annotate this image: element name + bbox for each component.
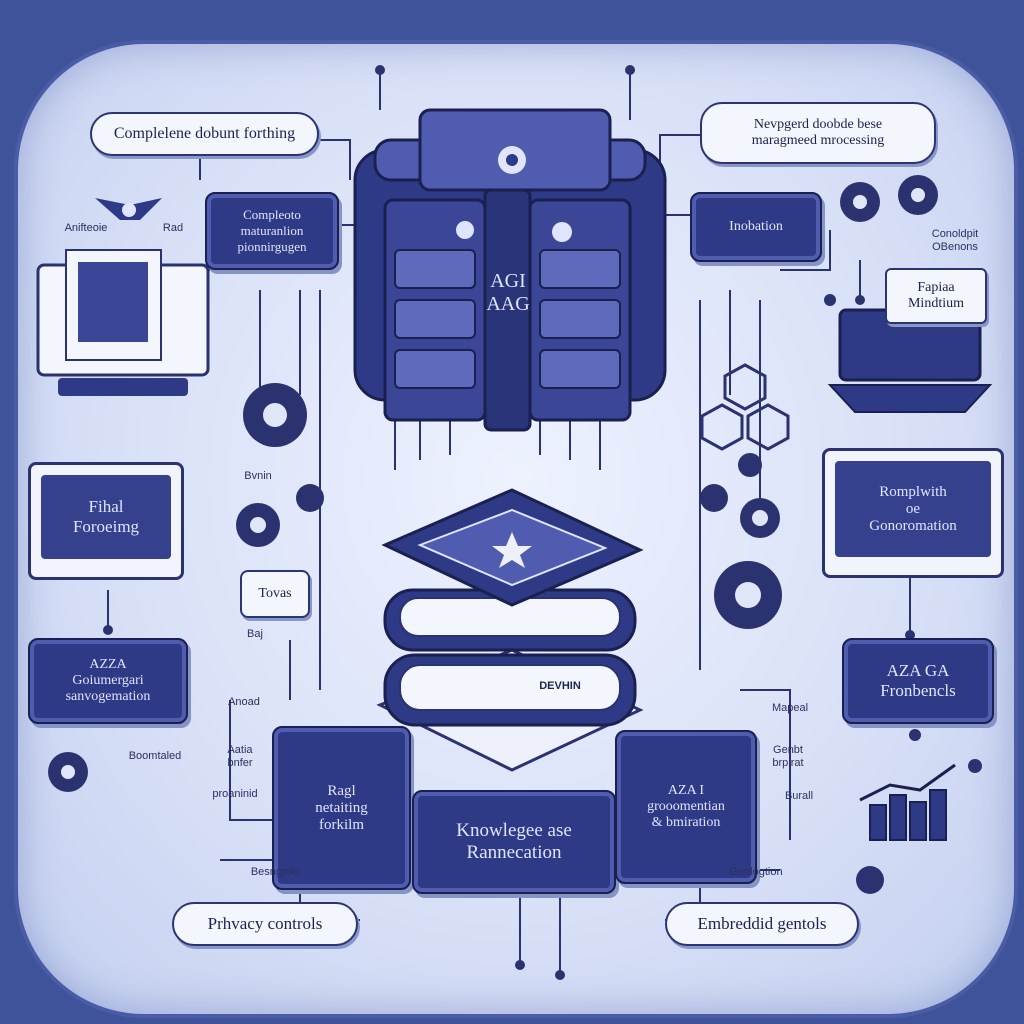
tiny-bottom-2: Genlogtion <box>729 866 783 878</box>
center-right-box: AZA I grooomentian & bmiration <box>615 730 757 884</box>
tiny-right-4: Burall <box>784 790 814 802</box>
left-monitor-screen: Fihal Foroeimg <box>41 475 171 559</box>
bottom-right-pill: Embreddid gentols <box>665 902 859 946</box>
tiny-right-1: Conoldpit OBenons <box>931 228 979 253</box>
top-right-pill: Nevpgerd doobde bese maragmeed mrocessin… <box>700 102 936 164</box>
left-monitor: Fihal Foroeimg <box>28 462 184 580</box>
tiny-left-1: Anifteoie <box>64 222 108 234</box>
book-label: DEVHIN <box>539 680 581 692</box>
left-box-2: AZZA Goiumergari sanvogemation <box>28 638 188 724</box>
top-left-pill: Complelene dobunt forthing <box>90 112 319 156</box>
tiny-mid-1: Bvnin <box>244 470 272 482</box>
right-box-4: AZA GA Fronbencls <box>842 638 994 724</box>
book-spine-label: AGI AAG <box>486 270 530 315</box>
book-stack-icon <box>376 488 644 772</box>
tiny-left-6: proaninid <box>212 788 258 800</box>
center-left-box: Ragl netaiting forkilm <box>272 726 411 890</box>
tiny-left-2: Rad <box>162 222 184 234</box>
right-box-1: Inobation <box>690 192 822 262</box>
laptop-icon <box>827 308 993 413</box>
tiny-left-5: Aatia bnfer <box>227 744 253 769</box>
bar-chart-icon <box>859 763 956 841</box>
tovas-tag: Tovas <box>240 570 310 618</box>
left-box-1: Compleoto maturanlion pionnirgugen <box>205 192 339 270</box>
tiny-bottom-1: Besngpilo <box>250 866 300 878</box>
document-monitor-icon <box>36 249 210 396</box>
hexagon-network-icon <box>700 363 790 451</box>
wing-logo-icon <box>95 198 162 220</box>
right-monitor-screen: Romplwith oe Gonoromation <box>835 461 991 557</box>
center-box: Knowlegee ase Rannecation <box>412 790 616 894</box>
tiny-right-3: Genbt brpirat <box>772 744 804 769</box>
gear-icons <box>48 175 938 894</box>
bottom-left-pill: Prhvacy controls <box>172 902 358 946</box>
right-box-2: Fapiaa Mindtium <box>885 268 987 324</box>
right-monitor: Romplwith oe Gonoromation <box>822 448 1004 578</box>
tiny-right-2: Mapeal <box>771 702 809 714</box>
tiny-mid-2: Baj <box>247 628 263 640</box>
rag-server-icon <box>353 108 667 432</box>
tiny-left-3: Anoad <box>228 696 260 708</box>
tiny-left-4: Boomtaled <box>128 750 182 762</box>
